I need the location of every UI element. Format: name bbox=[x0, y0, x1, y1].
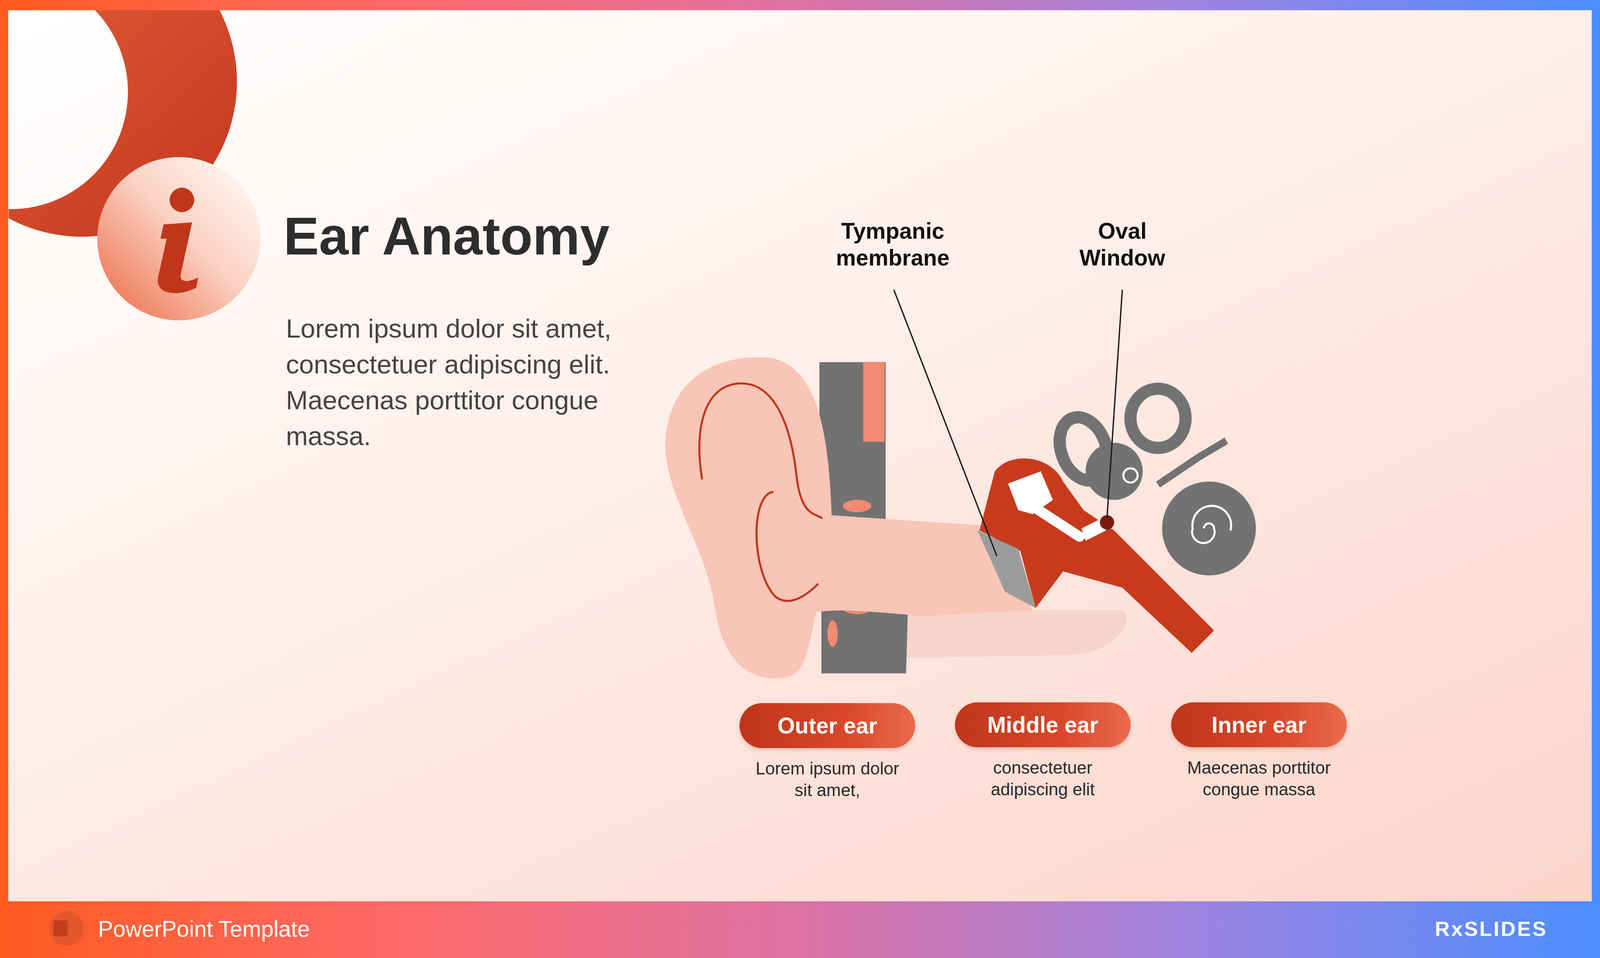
auricle bbox=[665, 356, 1033, 679]
brand-logo: RxSLIDES bbox=[1434, 916, 1548, 941]
icon-circle bbox=[49, 910, 84, 946]
leader-line bbox=[893, 289, 998, 557]
ear-part-description: consectetuer adipiscing elit bbox=[964, 756, 1122, 800]
ear-part-node: Inner earMaecenas porttitor congue massa bbox=[1167, 702, 1351, 800]
ear-part-node: Outer earLorem ipsum dolor sit amet, bbox=[735, 702, 920, 801]
helix-line bbox=[699, 383, 823, 518]
info-circle bbox=[97, 157, 261, 321]
bone-spot bbox=[842, 499, 872, 512]
footer-text: PowerPoint Template bbox=[98, 915, 310, 942]
tympanic-membrane bbox=[977, 530, 1036, 609]
icon-square bbox=[53, 919, 68, 937]
ear-part-pill: Inner ear bbox=[1171, 702, 1347, 748]
cochlea bbox=[1162, 481, 1256, 575]
concha-line bbox=[756, 491, 819, 601]
bone-spot bbox=[827, 620, 838, 647]
jaw-skin bbox=[897, 609, 1127, 659]
vestibule bbox=[1085, 442, 1143, 500]
slide-title: Ear Anatomy bbox=[283, 205, 610, 267]
ear-part-pill: Outer ear bbox=[739, 702, 916, 748]
ear-part-description: Lorem ipsum dolor sit amet, bbox=[748, 757, 907, 801]
cochlea-spiral bbox=[1192, 505, 1232, 543]
info-stem bbox=[157, 222, 199, 294]
info-dot bbox=[169, 187, 195, 213]
body-text: Lorem ipsum dolor sit amet, consectetuer… bbox=[285, 310, 613, 454]
ear-part-description: Maecenas porttitor congue massa bbox=[1180, 756, 1338, 800]
malleus bbox=[1008, 471, 1054, 515]
vestibule-detail bbox=[1123, 468, 1138, 483]
ear-part-node: Middle ear consectetuer adipiscing elit bbox=[951, 702, 1135, 800]
incus bbox=[1035, 507, 1080, 537]
cochlear-nerve bbox=[1158, 440, 1227, 485]
semicircular-canal bbox=[1130, 388, 1186, 448]
info-icon bbox=[97, 157, 261, 321]
leader-line bbox=[1106, 289, 1123, 519]
bone-upper-strip bbox=[863, 361, 885, 442]
callout-label: Tympanic membrane bbox=[825, 217, 960, 272]
powerpoint-icon bbox=[49, 910, 84, 946]
ear-part-pill: Middle ear bbox=[954, 702, 1131, 748]
callout-label: Oval Window bbox=[1059, 217, 1186, 272]
ear bbox=[665, 289, 1256, 679]
